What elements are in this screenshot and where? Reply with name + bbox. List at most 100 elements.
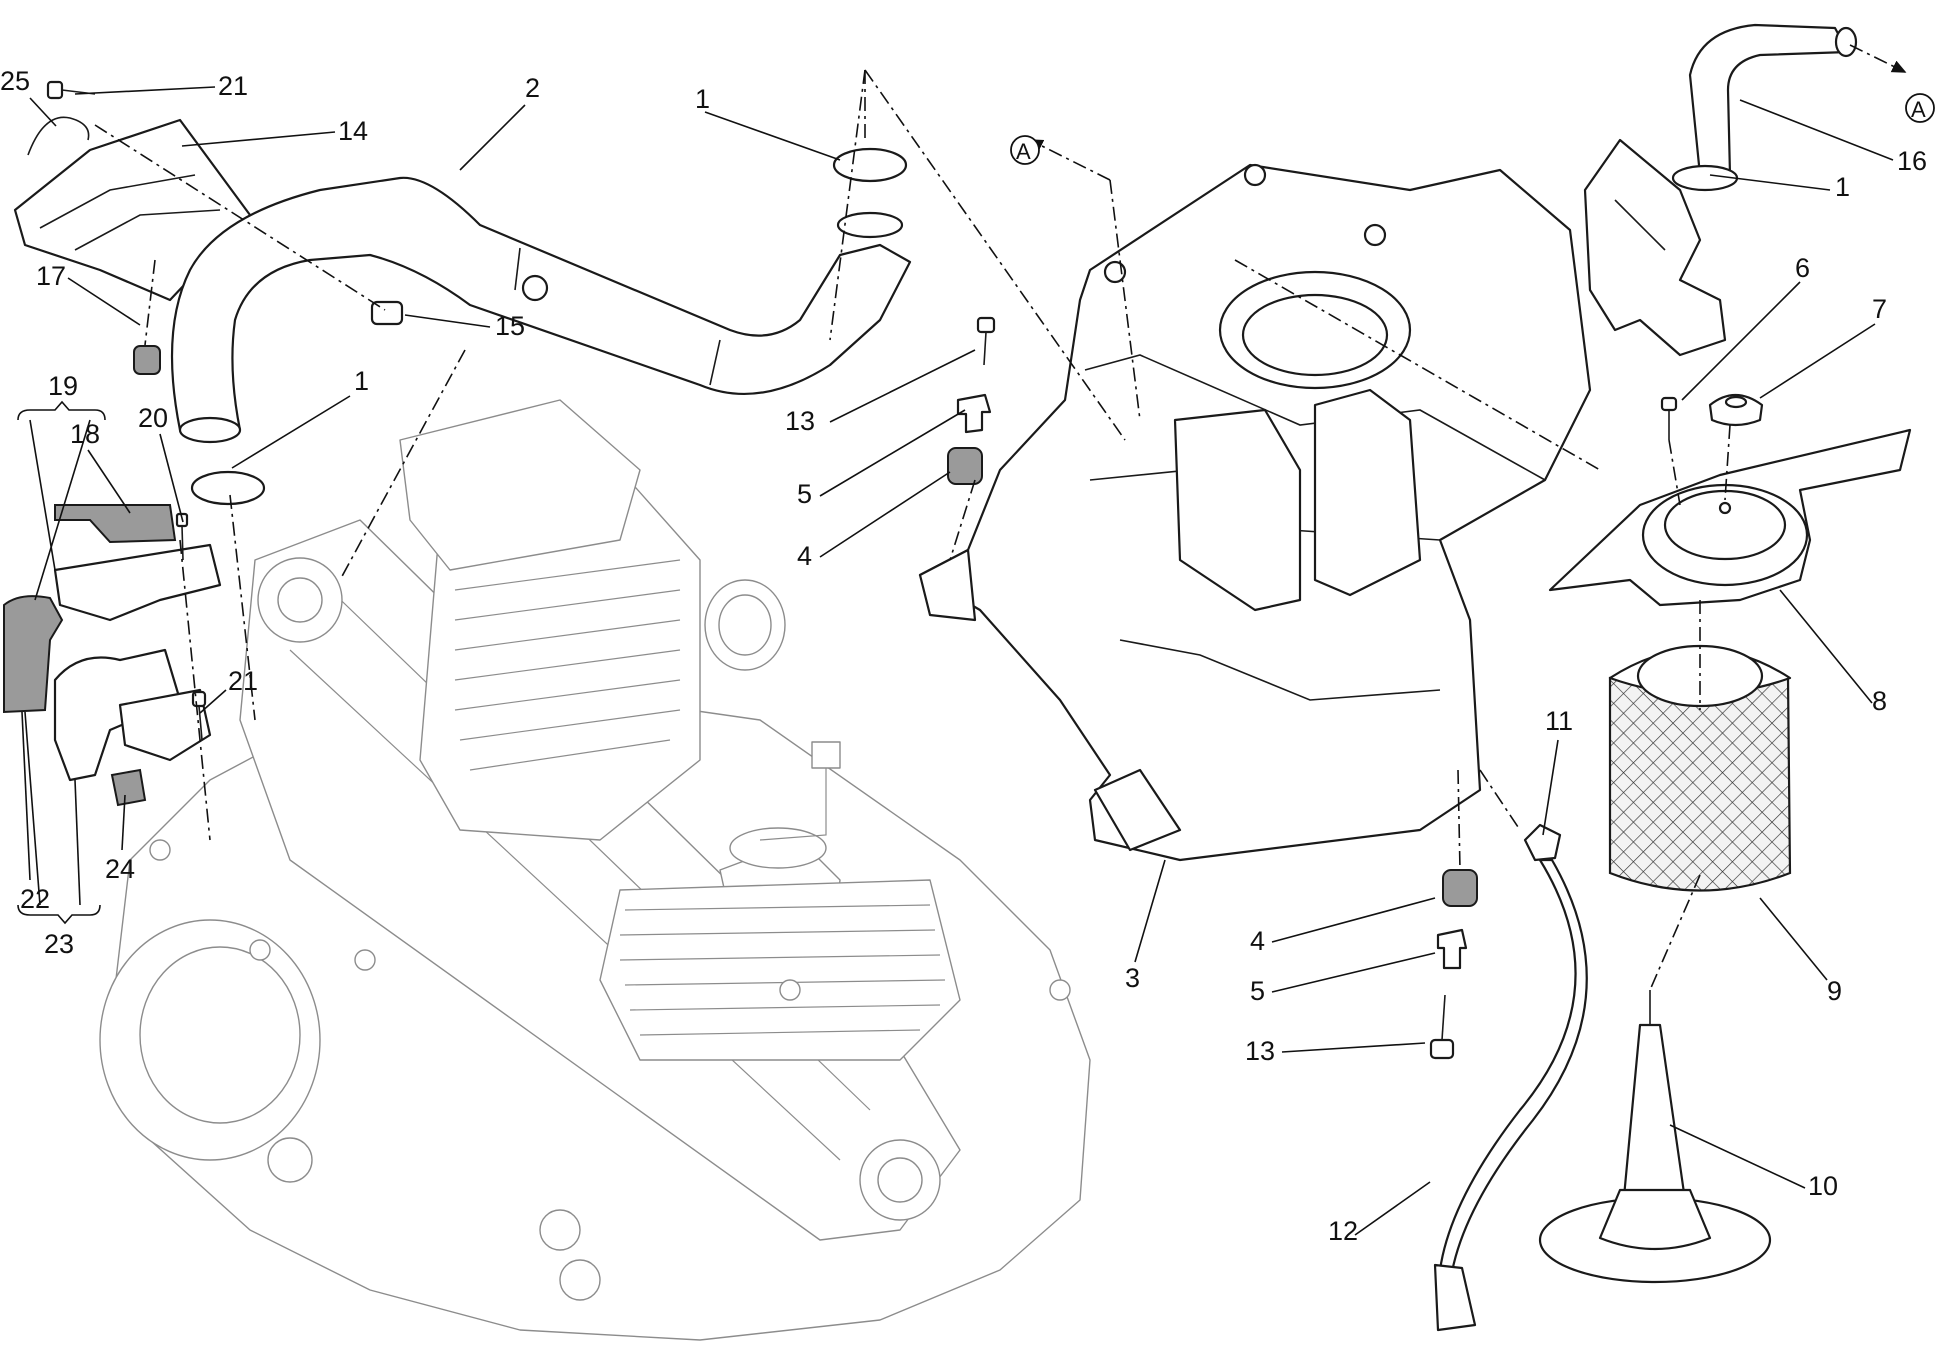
part-22-cover	[3, 595, 64, 714]
callout-13-upper: 13	[785, 406, 815, 436]
leader-line	[829, 349, 976, 423]
callout-2: 2	[525, 73, 540, 103]
leader-line	[459, 104, 526, 171]
part-20-screw	[175, 512, 189, 561]
callout-3: 3	[1125, 963, 1140, 993]
part-5-bushing-lower	[1436, 928, 1468, 970]
alignment-lines	[94, 44, 1907, 991]
callout-1-breather: 1	[1835, 172, 1850, 202]
callout-19: 19	[48, 371, 78, 401]
callout-10: 10	[1808, 1171, 1838, 1201]
part-1-clamp-bottom	[190, 470, 266, 506]
leader-line	[1681, 281, 1801, 401]
leader-line	[1542, 739, 1559, 836]
part-23-holder	[53, 648, 182, 782]
part-21-screw-top	[46, 80, 96, 100]
leader-line	[1669, 1124, 1806, 1189]
part-25-wire-clip	[27, 116, 90, 156]
callout-11: 11	[1545, 706, 1573, 736]
part-3-airbox	[918, 163, 1592, 862]
callout-7: 7	[1872, 294, 1887, 324]
callout-1-hose-top: 1	[695, 84, 710, 114]
callout-14: 14	[338, 116, 368, 146]
part-4-grommet-upper	[947, 447, 983, 485]
callout-21-top: 21	[218, 71, 248, 101]
valve-assembly	[1583, 138, 1727, 357]
callout-6: 6	[1795, 253, 1810, 283]
leader-line	[121, 794, 126, 851]
leader-line	[24, 711, 41, 906]
leader-line	[87, 449, 131, 514]
callout-1-hose-bottom: 1	[354, 366, 369, 396]
callout-12: 12	[1328, 1216, 1358, 1246]
part-2-intake-hose	[170, 176, 912, 432]
bracket-19	[17, 400, 106, 421]
leader-line	[1281, 1042, 1426, 1053]
part-6-screw	[1660, 396, 1678, 440]
callout-labels: 25 21 14 2 1 17 15 1 19 18 20 13 5 4 21 …	[0, 66, 1927, 1246]
callout-16: 16	[1897, 146, 1927, 176]
leader-line	[1779, 589, 1873, 704]
callout-4-lower: 4	[1250, 926, 1265, 956]
callout-21-lower: 21	[228, 666, 258, 696]
part-5-bushing-upper	[956, 393, 992, 434]
leader-line	[1271, 897, 1436, 943]
part-10-funnel	[1538, 990, 1772, 1284]
leader-line	[1759, 897, 1828, 981]
callout-8: 8	[1872, 686, 1887, 716]
part-18-pad	[54, 504, 177, 544]
callout-23: 23	[44, 929, 74, 959]
callout-20: 20	[138, 403, 168, 433]
leader-line	[74, 779, 81, 906]
part-1-clamp-breather	[1671, 164, 1739, 192]
callout-13-lower: 13	[1245, 1036, 1275, 1066]
leader-line	[1134, 859, 1166, 963]
part-11-hose-clip	[1523, 823, 1562, 862]
leader-line	[1759, 323, 1876, 399]
reference-marker-a-right: A	[1905, 93, 1935, 123]
part-1-clamp-top	[832, 147, 908, 183]
part-7-knob	[1708, 393, 1764, 427]
callout-25: 25	[0, 66, 30, 96]
leader-line	[199, 689, 227, 714]
callout-9: 9	[1827, 976, 1842, 1006]
part-15-fitting	[370, 300, 404, 326]
leader-line	[74, 86, 216, 95]
callout-22: 22	[20, 884, 50, 914]
leader-line	[1354, 1181, 1431, 1236]
callout-17: 17	[36, 261, 66, 291]
part-16-breather-hose	[1688, 23, 1850, 177]
engine-ghost	[99, 399, 1091, 1341]
svg-text:A: A	[1911, 97, 1926, 122]
part-13-bolt-lower	[1429, 994, 1455, 1060]
leader-line	[159, 433, 184, 523]
svg-text:A: A	[1016, 139, 1031, 164]
leader-lines	[21, 86, 1894, 1236]
part-17-plug	[133, 345, 161, 375]
bracket-23	[17, 904, 101, 925]
leader-line	[67, 277, 141, 326]
part-4-grommet-lower	[1442, 869, 1478, 907]
leader-line	[704, 111, 841, 161]
callout-15: 15	[495, 311, 525, 341]
reference-marker-a-left: A	[1010, 135, 1040, 165]
part-24-block	[110, 768, 147, 807]
leader-line	[819, 409, 966, 497]
leader-line	[29, 97, 57, 127]
leader-line	[404, 314, 491, 328]
callout-5-upper: 5	[797, 479, 812, 509]
callout-5-lower: 5	[1250, 976, 1265, 1006]
callout-24: 24	[105, 854, 135, 884]
part-12-drain-tube	[1433, 858, 1588, 1332]
callout-18: 18	[70, 419, 100, 449]
leader-line	[21, 711, 31, 881]
leader-line	[231, 395, 351, 469]
callout-4-upper: 4	[797, 541, 812, 571]
leader-line	[181, 131, 336, 147]
leader-line	[1739, 99, 1894, 161]
leader-line	[819, 471, 951, 558]
part-13-bolt-upper	[976, 316, 996, 366]
leader-line	[1271, 952, 1436, 993]
